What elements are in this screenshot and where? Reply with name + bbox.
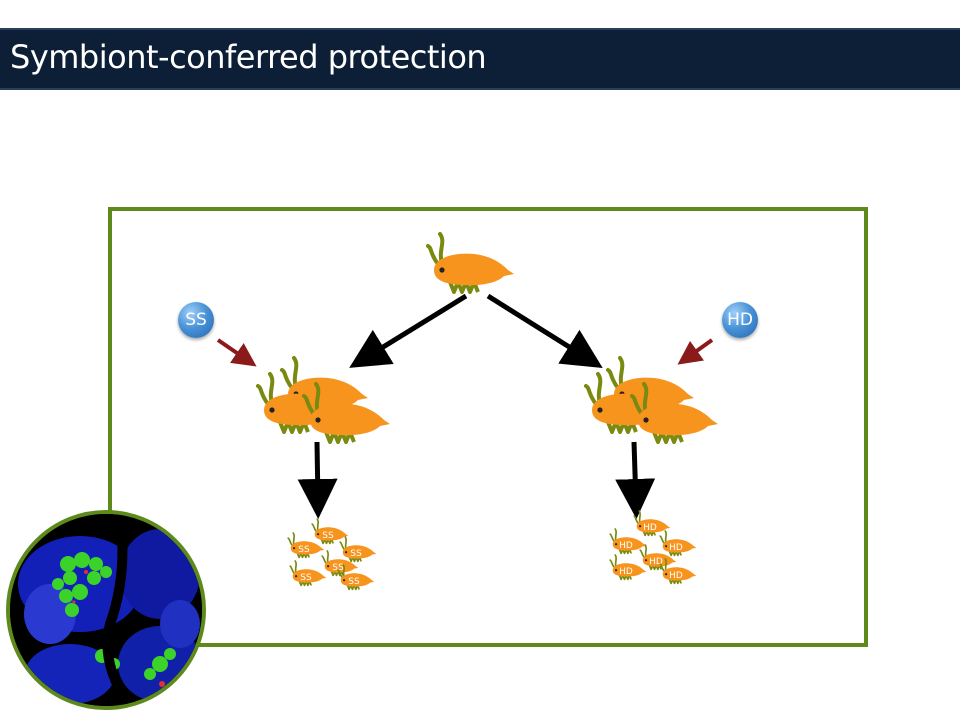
diagram-frame	[108, 207, 868, 647]
offspring-ss-label: SS	[298, 545, 310, 555]
right-offspring-cluster: HD HD HD HD HD HD	[609, 510, 698, 585]
offspring-hd-label: HD	[643, 523, 657, 533]
offspring-hd-label: HD	[669, 543, 683, 553]
offspring-hd-label: HD	[649, 557, 663, 567]
symbiont-arrow-right	[677, 338, 714, 365]
fluorescence-micrograph-icon	[6, 510, 206, 710]
offspring-ss-label: SS	[348, 577, 360, 587]
right-aphid-group	[584, 356, 720, 444]
title-bar: Symbiont-conferred protection	[0, 28, 960, 90]
arrow-to-right-group	[486, 293, 603, 368]
parent-aphid	[426, 232, 516, 294]
offspring-ss-label: SS	[350, 549, 362, 559]
left-aphid-group	[256, 356, 392, 444]
arrow-to-left-group	[349, 293, 468, 368]
slide-title: Symbiont-conferred protection	[10, 38, 487, 76]
left-offspring-cluster: SS SS SS SS SS SS	[287, 518, 378, 591]
arrow-down-right	[615, 441, 656, 519]
symbiont-hd-ball: HD	[722, 302, 758, 338]
symbiont-ss-ball: SS	[178, 302, 214, 338]
arrow-down-left	[297, 441, 338, 519]
offspring-hd-label: HD	[669, 571, 683, 581]
offspring-ss-label: SS	[300, 573, 312, 583]
symbiont-arrow-left	[216, 338, 257, 367]
offspring-ss-label: SS	[322, 531, 334, 541]
offspring-ss-label: SS	[332, 563, 344, 573]
offspring-hd-label: HD	[619, 567, 633, 577]
offspring-hd-label: HD	[619, 541, 633, 551]
